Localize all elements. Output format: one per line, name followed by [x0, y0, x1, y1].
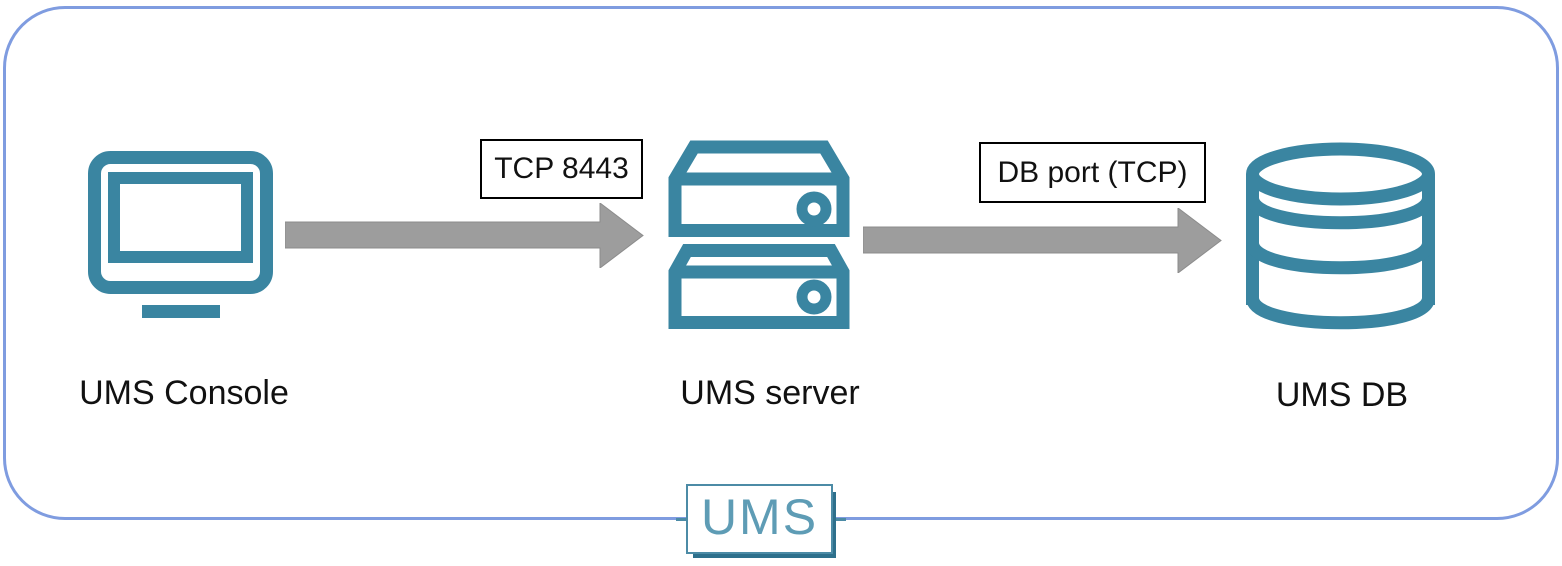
badge-connector-left	[676, 518, 686, 521]
monitor-icon	[88, 151, 273, 318]
arrow-right-icon	[285, 203, 644, 268]
connection-label-db-port: DB port (TCP)	[979, 142, 1206, 203]
node-label-ums-db: UMS DB	[1275, 376, 1409, 414]
server-icon	[668, 140, 850, 329]
node-label-ums-console: UMS Console	[79, 374, 289, 412]
ums-logo-text: UMS	[700, 489, 819, 545]
database-icon	[1246, 142, 1435, 330]
badge-connector-right	[836, 518, 846, 521]
arrow-right-icon	[863, 208, 1222, 273]
node-label-ums-server: UMS server	[680, 374, 860, 412]
ums-logo-badge: UMS	[686, 484, 833, 554]
connection-label-tcp-8443: TCP 8443	[480, 139, 643, 199]
